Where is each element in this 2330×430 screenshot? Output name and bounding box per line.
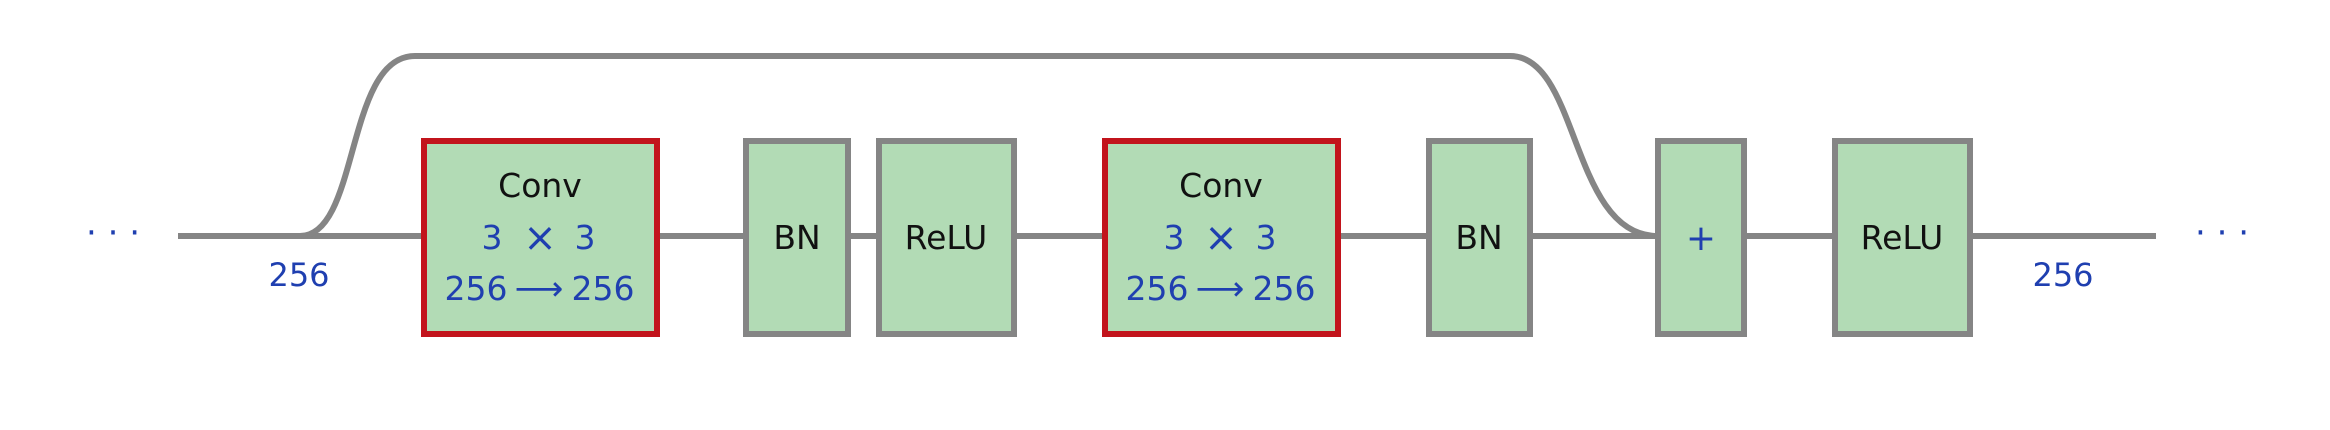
add-block-plus-label: + (1686, 218, 1716, 259)
conv-block-2-arrow: ⟶ (1196, 269, 1245, 309)
bn-block-2-box (1426, 138, 1533, 337)
relu-block-2-box (1832, 138, 1973, 337)
conv-block-1-in-channels: 256 (445, 269, 508, 308)
bn-block-1-box (743, 138, 851, 337)
output-channels-label: 256 (2032, 256, 2093, 294)
ellipsis-right: · · · (2195, 213, 2249, 253)
add-block: + (1655, 138, 1747, 337)
conv-block-1-title: Conv (498, 166, 582, 205)
relu-block-1: ReLU (876, 138, 1017, 337)
conv-block-1-kernel-times: × (523, 215, 557, 261)
conv-block-1: Conv 3 × 3 256 ⟶ 256 (421, 138, 660, 337)
relu-block-2: ReLU (1832, 138, 1973, 337)
relu-block-1-box (876, 138, 1017, 337)
input-channels-label: 256 (268, 256, 329, 294)
conv-block-2-kernel-times: × (1204, 215, 1238, 261)
conv-block-2-out-channels: 256 (1253, 269, 1316, 308)
conv-block-2-in-channels: 256 (1126, 269, 1189, 308)
conv-block-2: Conv 3 × 3 256 ⟶ 256 (1102, 138, 1341, 337)
conv-block-2-box (1102, 138, 1341, 337)
relu-block-1-label: ReLU (905, 218, 988, 257)
conv-block-1-kernel-right: 3 (575, 218, 596, 257)
bn-block-2-label: BN (1455, 218, 1502, 257)
bn-block-2: BN (1426, 138, 1533, 337)
conv-block-2-title: Conv (1179, 166, 1263, 205)
conv-block-1-box (421, 138, 660, 337)
conv-block-1-arrow: ⟶ (515, 269, 564, 309)
conv-block-2-kernel-right: 3 (1256, 218, 1277, 257)
conv-block-1-kernel-left: 3 (482, 218, 503, 257)
conv-block-2-kernel-left: 3 (1164, 218, 1185, 257)
skip-connection-line (299, 53, 1659, 239)
bn-block-1-label: BN (773, 218, 820, 257)
add-block-box (1655, 138, 1747, 337)
relu-block-2-label: ReLU (1861, 218, 1944, 257)
ellipsis-left: · · · (86, 213, 140, 253)
conv-block-1-out-channels: 256 (572, 269, 635, 308)
bn-block-1: BN (743, 138, 851, 337)
